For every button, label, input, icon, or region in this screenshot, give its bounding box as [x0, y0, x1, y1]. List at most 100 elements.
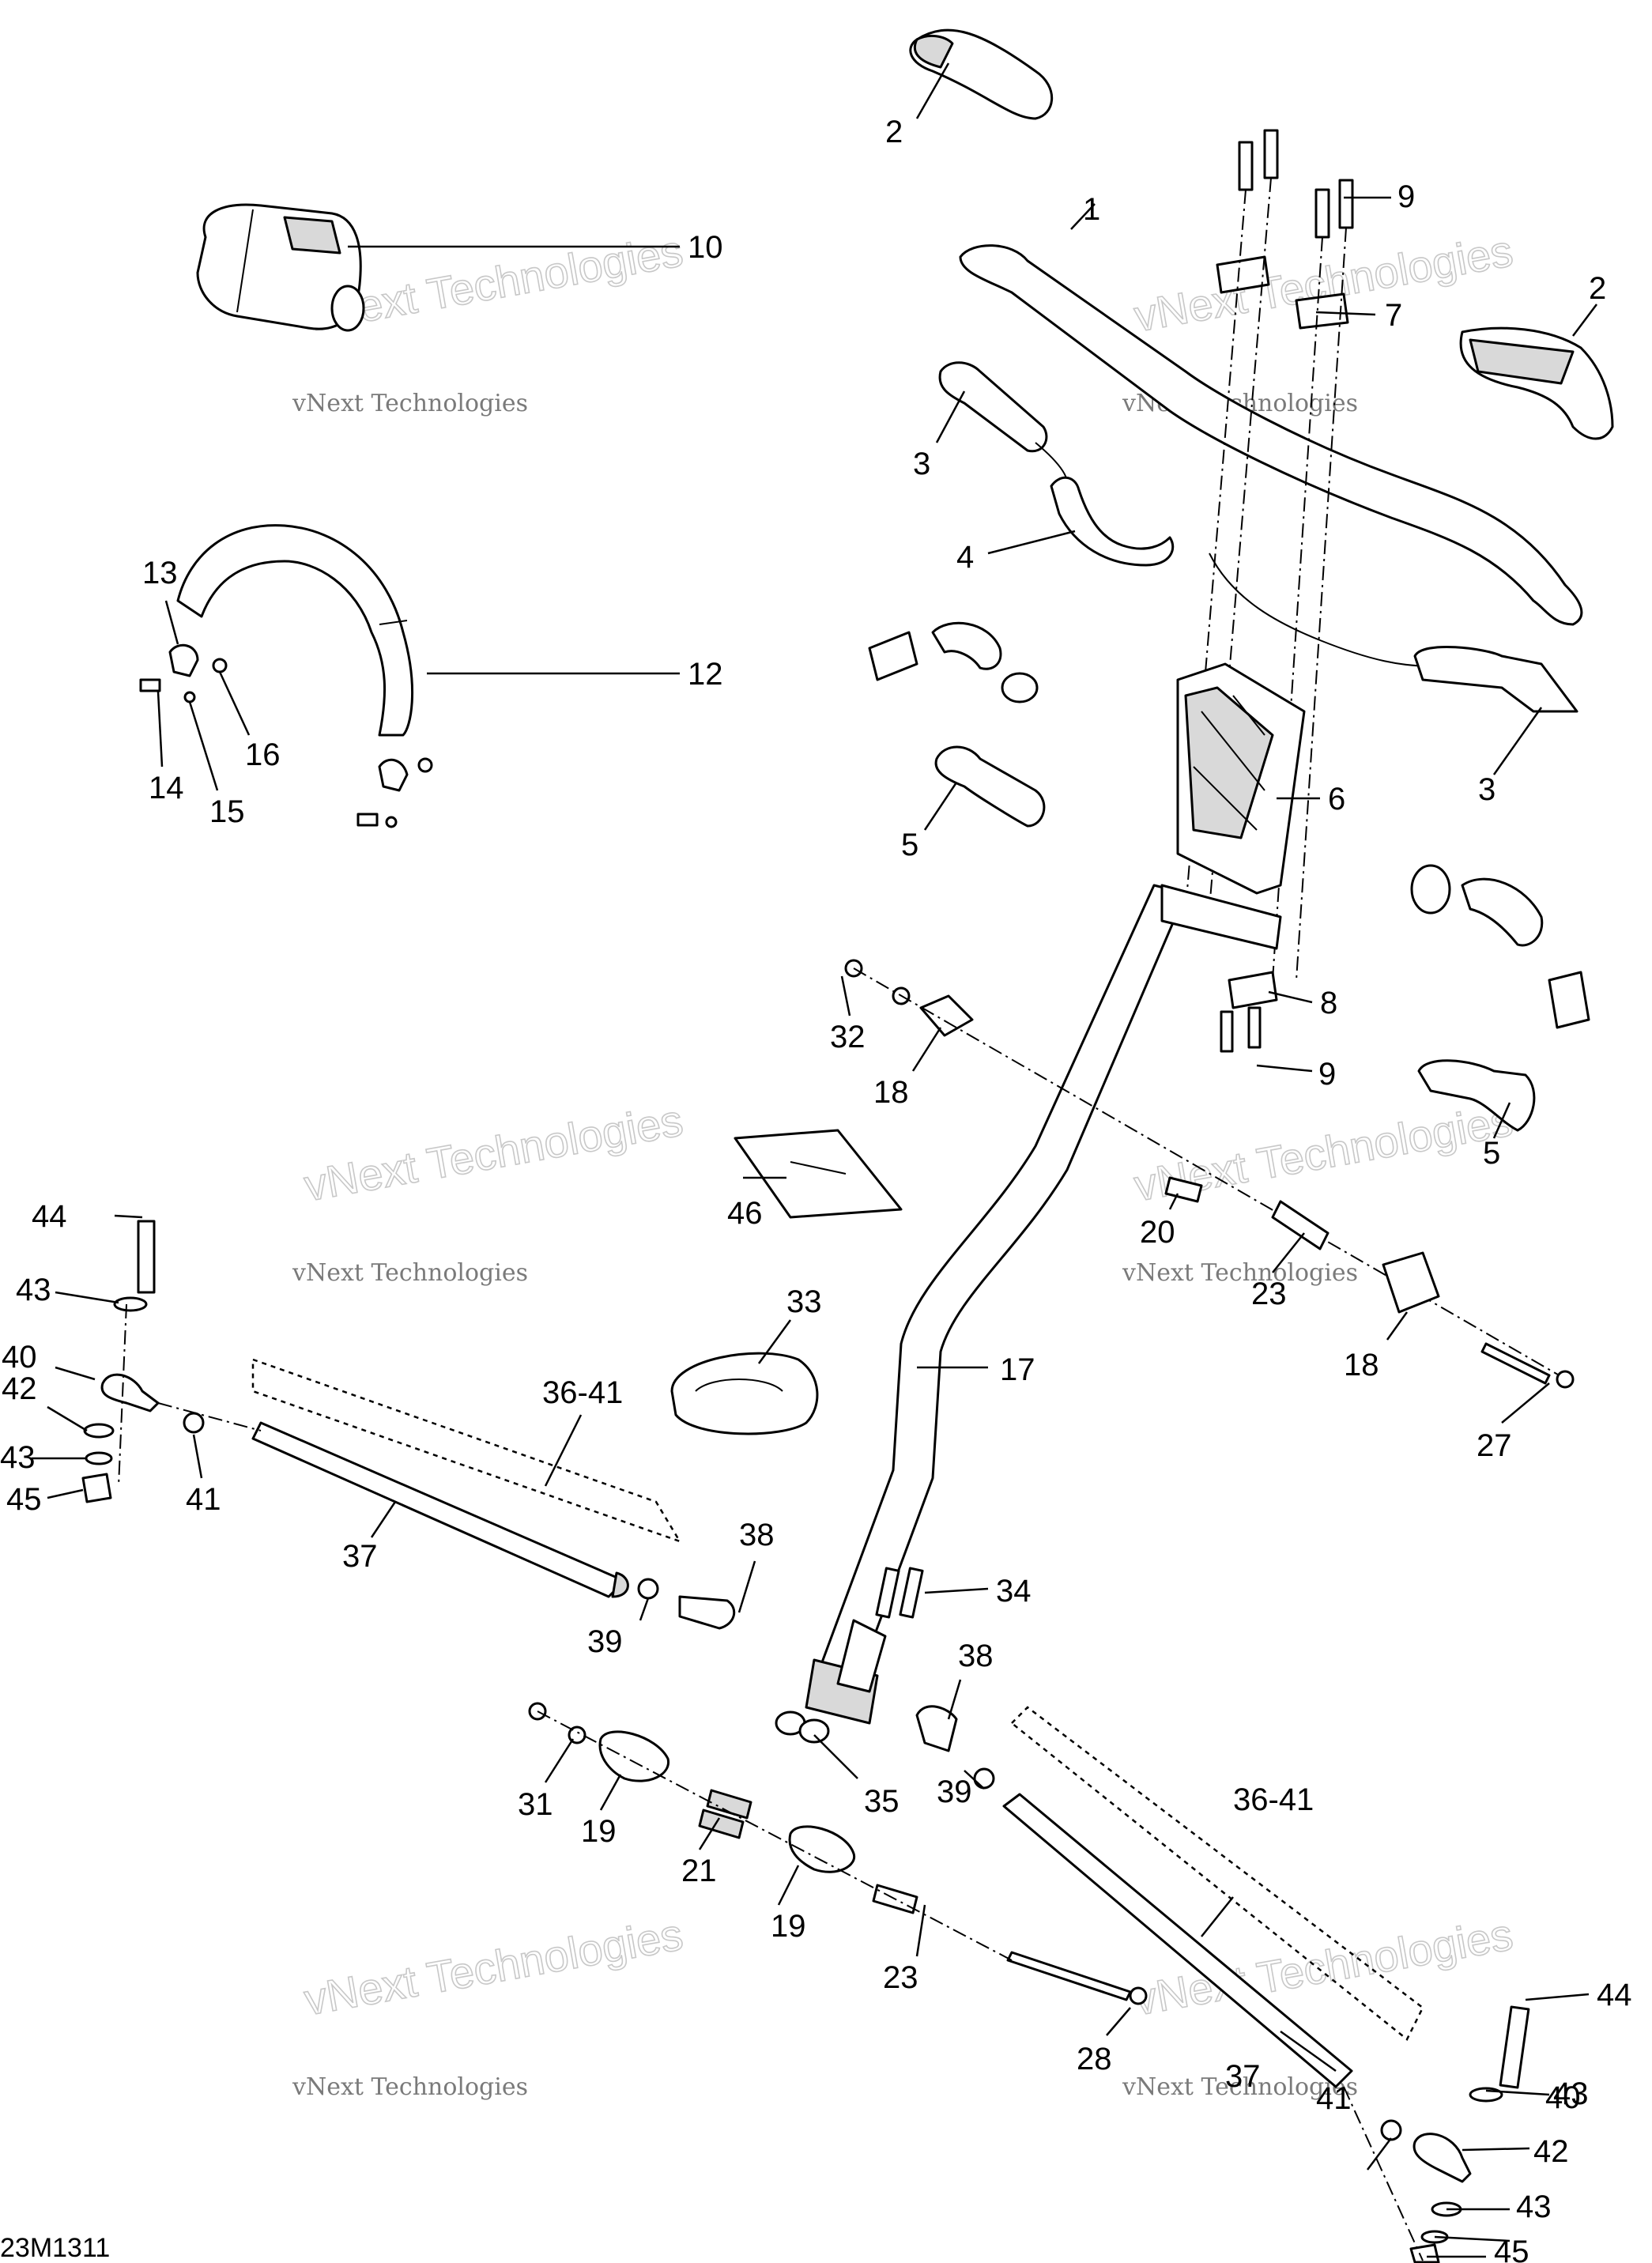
axis-line	[1343, 2086, 1424, 2261]
axis-line	[537, 1710, 1013, 1961]
watermark: vNext Technologies vNext Technologies	[292, 1094, 687, 1287]
grip-tube-left-part	[934, 745, 1046, 828]
callout-2-right: 2	[1589, 271, 1606, 306]
callout-36-41-right: 36-41	[1233, 1782, 1314, 1817]
riser-bracket-part	[1176, 662, 1306, 895]
callout-40-left: 40	[2, 1340, 37, 1375]
watermark-group: vNext Technologies vNext Technologies vN…	[292, 224, 1517, 2101]
watermark-outline: vNext Technologies	[300, 1095, 686, 1210]
arch-fasteners-group	[139, 643, 433, 828]
callout-28: 28	[1077, 2042, 1112, 2076]
right-fittings-group	[1410, 864, 1590, 1029]
callout-43-right-bottom: 43	[1516, 2189, 1552, 2224]
callout-33: 33	[786, 1284, 822, 1319]
rod-end-left-part	[637, 1578, 736, 1630]
callout-17: 17	[1000, 1352, 1035, 1387]
throttle-right-part	[1413, 645, 1578, 713]
handlebar-pad-part	[196, 203, 365, 332]
callout-40-right: 40	[1545, 2080, 1581, 2115]
callout-1: 1	[1083, 192, 1100, 227]
callout-19-left: 19	[581, 1814, 617, 1849]
callout-37-left: 37	[342, 1539, 378, 1574]
callout-7: 7	[1385, 298, 1402, 333]
right-bushing-group	[1164, 1176, 1575, 1389]
callout-15: 15	[209, 794, 245, 829]
callout-10: 10	[688, 230, 723, 265]
callout-46: 46	[727, 1196, 763, 1231]
callout-23-lower: 23	[883, 1960, 918, 1995]
callout-39-right: 39	[937, 1775, 972, 1809]
callout-4: 4	[956, 540, 974, 575]
callout-45-right: 45	[1494, 2235, 1529, 2263]
callout-9-bottom: 9	[1318, 1057, 1336, 1092]
watermark: vNext Technologies vNext Technologies	[292, 1908, 687, 2101]
callout-20: 20	[1140, 1215, 1175, 1250]
elbow-fittings-group	[868, 621, 1039, 703]
callout-34: 34	[996, 1574, 1032, 1609]
sleeves-part	[775, 1710, 830, 1744]
callout-18-upper: 18	[873, 1075, 909, 1110]
bar-clamp-upper-part	[1216, 255, 1349, 330]
callout-36-41-left: 36-41	[542, 1375, 623, 1410]
tie-rod-left-part	[251, 1421, 629, 1598]
bolts-top-group	[1238, 129, 1354, 239]
callout-6: 6	[1328, 782, 1345, 817]
callout-3-right: 3	[1478, 772, 1495, 807]
callout-39-left: 39	[587, 1624, 623, 1659]
callout-19-right: 19	[771, 1909, 806, 1944]
callout-16: 16	[245, 737, 281, 772]
axis-line	[118, 1303, 127, 1487]
callout-5-right: 5	[1483, 1136, 1500, 1171]
grip-right-part	[1459, 326, 1614, 440]
callout-41-right: 41	[1316, 2081, 1352, 2116]
callout-41-left: 41	[186, 1482, 221, 1517]
cover-part	[670, 1352, 819, 1435]
bar-clamp-lower-part	[1220, 971, 1278, 1053]
callout-21: 21	[681, 1854, 717, 1888]
callout-9-top: 9	[1397, 179, 1415, 214]
callout-8: 8	[1320, 986, 1337, 1020]
watermark-outline: vNext Technologies	[300, 1909, 686, 2024]
steering-column-part	[805, 884, 1282, 1725]
tie-rod-right-part	[1002, 1793, 1353, 2088]
callout-14: 14	[149, 771, 184, 805]
callout-43-left-bottom: 43	[0, 1440, 36, 1475]
watermark-text: vNext Technologies	[292, 1259, 528, 1287]
callout-44-right: 44	[1597, 1978, 1632, 2012]
callout-2-top: 2	[885, 115, 903, 149]
callout-43-right-top: 43	[1553, 2076, 1589, 2111]
leader-lines	[32, 62, 1597, 2258]
axis-line	[853, 967, 1574, 1384]
callout-43-left-top: 43	[16, 1273, 51, 1307]
watermark-text: vNext Technologies	[292, 2073, 528, 2101]
callout-23-right: 23	[1251, 1277, 1287, 1311]
callout-44-left: 44	[32, 1199, 67, 1234]
handlebar-part	[959, 244, 1583, 626]
callout-35: 35	[864, 1784, 900, 1819]
grip-top-part	[909, 28, 1054, 120]
callout-13: 13	[142, 556, 178, 590]
drawing-code: 23M1311	[0, 2233, 110, 2263]
plate-part	[734, 1129, 903, 1219]
callout-3-upper: 3	[913, 447, 930, 481]
callout-12: 12	[688, 657, 723, 692]
axis-line	[157, 1402, 262, 1431]
watermark-outline: vNext Technologies	[1130, 1909, 1516, 2024]
callout-18-right: 18	[1344, 1348, 1379, 1382]
arch-pad-part	[176, 524, 414, 737]
callout-37-right: 37	[1225, 2059, 1261, 2094]
callout-31: 31	[518, 1787, 553, 1822]
watermark-text: vNext Technologies	[1122, 1259, 1358, 1287]
axis-line	[1296, 227, 1347, 981]
callout-5-left: 5	[901, 828, 918, 862]
callout-38-left: 38	[739, 1518, 775, 1552]
callout-32: 32	[830, 1020, 866, 1054]
callout-45-left: 45	[6, 1482, 42, 1517]
lower-bushing-group	[528, 1702, 1148, 2005]
callout-27: 27	[1477, 1428, 1512, 1463]
callout-labels: 1 2 2 3 3 4 5 5 6 7 8 9 9 10 12 13 14 15…	[0, 115, 1632, 2263]
callout-42-left: 42	[2, 1371, 37, 1406]
callout-42-right: 42	[1533, 2134, 1569, 2169]
